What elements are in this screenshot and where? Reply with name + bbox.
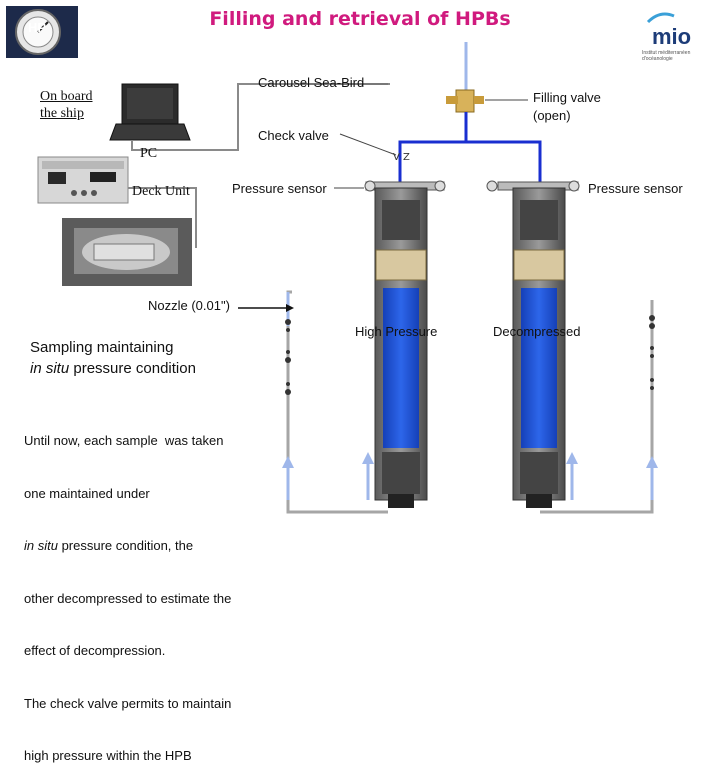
description-line: Until now, each sample was taken: [24, 433, 224, 448]
left-bubbles: [285, 319, 291, 395]
mio-logo-subtitle: Institut méditerranéen d'océanologie: [642, 50, 691, 62]
filling-valve-label-line2: (open): [533, 108, 571, 123]
check-valve-label: Check valve: [258, 128, 329, 143]
description-line3-rest: pressure condition, the: [57, 538, 194, 553]
sampling-heading-line1: Sampling maintaining: [30, 339, 174, 356]
description-line: effect of decompression.: [24, 643, 166, 658]
filling-valve: [446, 89, 484, 113]
hpb-cylinder-high-pressure: [374, 187, 428, 508]
carousel-label: Carousel Sea-Bird: [258, 75, 365, 90]
on-board-label-line1: On board: [40, 89, 93, 104]
pressure-sensor-right-fitting: [486, 180, 580, 192]
carousel-image: [62, 218, 192, 286]
left-flow-arrow-inlet: [362, 452, 374, 464]
mio-logo: [636, 12, 706, 60]
right-return-pipe: [540, 300, 654, 514]
check-valve-glyph: V Z: [393, 152, 410, 163]
filling-valve-label-line1: Filling valve: [533, 90, 601, 105]
deck-unit-label: Deck Unit: [132, 184, 190, 199]
deck-unit-image: [37, 156, 129, 204]
deck-cable: [128, 187, 197, 248]
check-valve-pointer: [339, 133, 397, 156]
hp-logo: [6, 6, 78, 58]
left-flow-arrow-bottom: [282, 456, 294, 468]
blue-pipe: [398, 112, 468, 182]
sampling-heading-line2: in situ pressure condition: [30, 360, 196, 377]
right-bubbles: [649, 315, 655, 390]
nozzle-label: Nozzle (0.01"): [148, 298, 230, 313]
blue-pipe-right: [466, 140, 542, 182]
right-flow-arrow-inlet: [566, 452, 578, 464]
laptop-cable: [131, 83, 390, 151]
pressure-sensor-right-label: Pressure sensor: [588, 181, 683, 196]
laptop-image: [109, 83, 191, 141]
description-line: other decompressed to estimate the: [24, 590, 232, 606]
hpb-cylinder-decompressed: [512, 187, 566, 508]
left-return-pipe: [286, 290, 388, 514]
pressure-sensor-left-label: Pressure sensor: [232, 181, 327, 196]
sampling-in-situ: in situ: [30, 360, 70, 377]
nozzle-arrowhead: [286, 304, 294, 312]
high-pressure-label: High Pressure: [355, 324, 438, 339]
description-line: high pressure within the HPB: [24, 748, 192, 763]
page-title: Filling and retrieval of HPBs: [209, 8, 511, 30]
decompressed-label: Decompressed: [493, 324, 581, 339]
description-in-situ: in situ: [24, 538, 58, 553]
description-paragraph: Until now, each sample was taken one mai…: [24, 397, 231, 782]
sampling-rest: pressure condition: [69, 360, 196, 377]
hp-logo-text: HP: [28, 20, 47, 35]
description-line: The check valve permits to maintain: [24, 695, 232, 711]
pc-label: PC: [140, 146, 158, 161]
description-line: one maintained under: [24, 485, 150, 501]
right-flow-arrow-bottom: [646, 456, 658, 468]
on-board-label-line2: the ship: [40, 106, 84, 121]
diagram-canvas: V Z: [6, 6, 706, 514]
mio-logo-text: mio: [652, 24, 692, 49]
